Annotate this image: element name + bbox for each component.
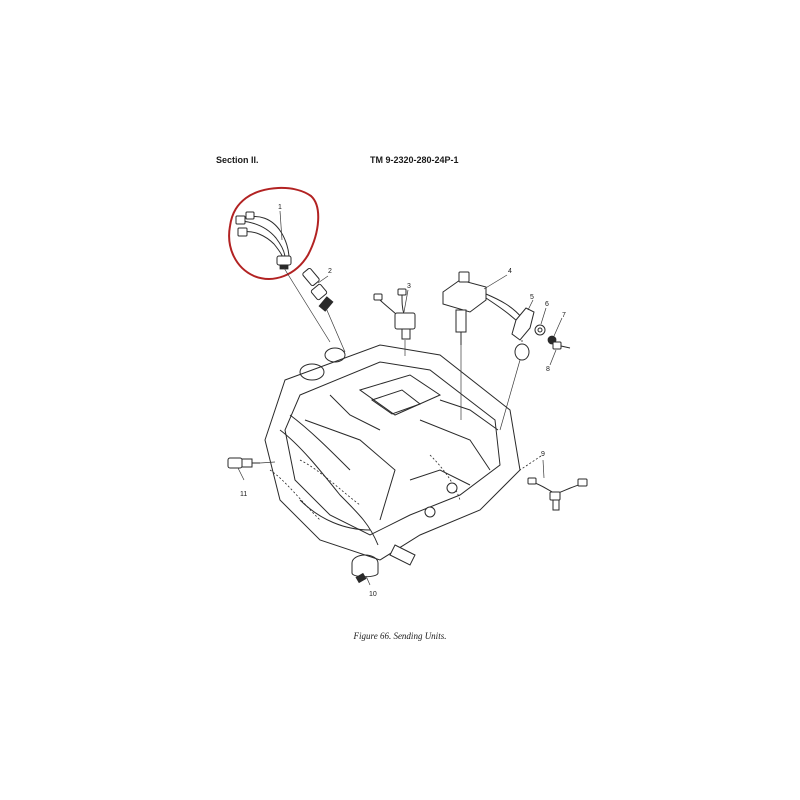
callout-2: 2 (328, 268, 332, 275)
part-2-sender (302, 267, 334, 312)
part-1-harness (235, 210, 292, 270)
red-highlight-circle (228, 186, 320, 280)
part-10-pressure-sender (351, 554, 379, 586)
callout-6: 6 (545, 301, 549, 308)
callout-9: 9 (541, 451, 545, 458)
part-3-switch (373, 288, 416, 340)
callout-11: 11 (240, 491, 247, 498)
callout-8: 8 (546, 366, 550, 373)
part-5-bracket (511, 299, 535, 361)
part-6-washer (534, 307, 547, 336)
engine-block (264, 344, 521, 566)
tm-number: TM 9-2320-280-24P-1 (370, 155, 459, 165)
leader-lines (259, 267, 521, 464)
callout-1: 1 (278, 204, 282, 211)
part-7-nut (547, 317, 563, 345)
part-11-temp-sender (227, 457, 260, 481)
figure-caption: Figure 66. Sending Units. (353, 631, 447, 641)
section-heading: Section II. (216, 155, 259, 165)
callout-3: 3 (407, 283, 411, 290)
part-4-sending-unit (442, 271, 523, 345)
part-9-connector (519, 455, 588, 511)
callout-5: 5 (530, 294, 534, 301)
callout-4: 4 (508, 268, 512, 275)
callout-10: 10 (369, 591, 377, 598)
part-8-screw (549, 341, 571, 366)
callout-7: 7 (562, 312, 566, 319)
